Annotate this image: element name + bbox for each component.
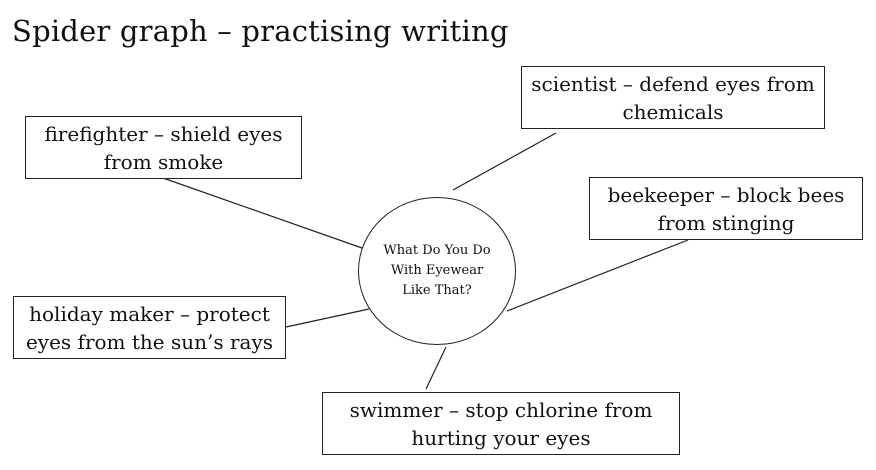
connector-holiday-maker [285,308,370,328]
center-topic-text: What Do You Do With Eyewear Like That? [383,243,491,298]
node-swimmer: swimmer – stop chlorine from hurting you… [322,392,680,455]
node-firefighter-text: firefighter – shield eyes from smoke [44,121,283,174]
node-beekeeper-text: beekeeper – block bees from stinging [607,182,845,235]
node-scientist-text: scientist – defend eyes from chemicals [531,71,815,124]
node-scientist: scientist – defend eyes from chemicals [521,66,825,129]
node-holiday-maker: holiday maker – protect eyes from the su… [13,296,286,359]
center-topic: What Do You Do With Eyewear Like That? [358,197,516,345]
connector-swimmer [425,346,447,390]
node-holiday-maker-text: holiday maker – protect eyes from the su… [25,301,274,354]
node-firefighter: firefighter – shield eyes from smoke [25,116,302,179]
connector-firefighter [162,177,363,249]
node-swimmer-text: swimmer – stop chlorine from hurting you… [349,397,653,450]
node-beekeeper: beekeeper – block bees from stinging [589,177,863,240]
diagram-title: Spider graph – practising writing [12,14,509,48]
connector-beekeeper [506,239,689,312]
connector-scientist [452,132,557,191]
